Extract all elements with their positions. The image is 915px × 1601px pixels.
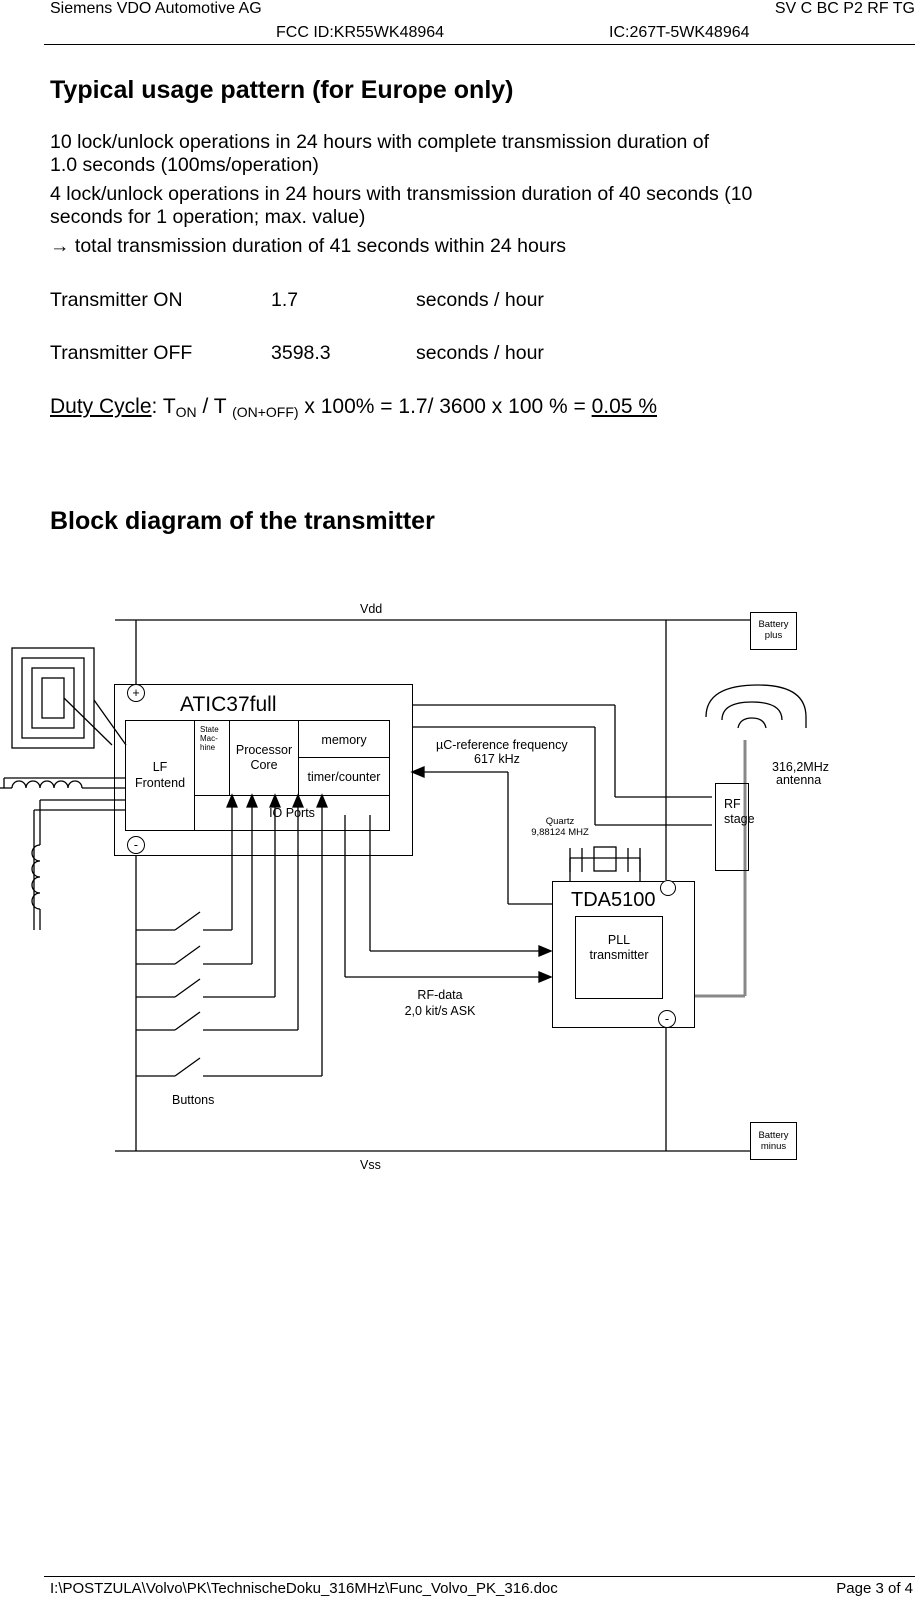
header-company: Siemens VDO Automotive AG [50, 0, 262, 17]
block-heading: Block diagram of the transmitter [50, 507, 435, 535]
tda-title: TDA5100 [571, 889, 656, 911]
uc-freq-label: 617 kHz [474, 752, 520, 766]
tda-box [552, 881, 695, 1028]
io-ports-label: IO Ports [269, 806, 315, 820]
tda-minus-terminal [658, 1010, 676, 1028]
battery-plus-line-2: plus [764, 630, 783, 641]
memory-label: memory [321, 733, 367, 747]
duty-slash: / T [196, 395, 233, 418]
usage-line-3: 4 lock/unlock operations in 24 hours wit… [50, 183, 753, 205]
tx-on-unit: seconds / hour [416, 289, 544, 311]
rf-stage-line-2: stage [724, 812, 755, 826]
battery-plus-line-1: Battery [758, 619, 789, 630]
header-fcc-id: FCC ID:KR55WK48964 [276, 24, 445, 41]
rf-stage-line-1: RF [724, 797, 741, 811]
footer-path: I:\POSTZULA\Volvo\PK\TechnischeDoku_316M… [50, 1580, 558, 1597]
processor-core-line-1: Processor [235, 743, 293, 757]
processor-core-line-2: Core [250, 758, 278, 772]
state-machine-line-1: State [200, 725, 219, 734]
rf-data-line-2: 2,0 kit/s ASK [404, 1004, 476, 1018]
quartz-label-line-2: 9,88124 MHZ [531, 827, 589, 838]
rf-data-line-1: RF-data [417, 988, 463, 1002]
pll-box [575, 916, 663, 999]
antenna-line-1: 316,2MHz [772, 760, 829, 774]
duty-sub-on: ON [175, 404, 197, 420]
tda-minus-sign: - [664, 1012, 670, 1026]
footer-page: Page 3 of 4 [836, 1580, 913, 1597]
duty-sub-total: (ON+OFF) [232, 404, 299, 420]
usage-line-5: → total transmission duration of 41 seco… [50, 235, 566, 257]
battery-minus-box [750, 1122, 797, 1160]
atic-plus-sign: + [132, 686, 140, 700]
battery-minus-line-2: minus [760, 1141, 787, 1152]
vdd-label: Vdd [360, 602, 383, 616]
timer-counter-label: timer/counter [307, 770, 381, 784]
atic-plus-terminal [127, 684, 145, 702]
tx-on-label: Transmitter ON [50, 289, 183, 311]
uc-ref-label: µC-reference frequency [436, 738, 568, 752]
battery-minus-line-1: Battery [758, 1130, 789, 1141]
atic-minus-sign: - [133, 838, 139, 852]
battery-plus-box [750, 612, 797, 650]
atic-minus-terminal [127, 836, 145, 854]
usage-line-2: 1.0 seconds (100ms/operation) [50, 154, 319, 176]
rf-stage-box [715, 783, 749, 871]
atic-box [114, 684, 413, 856]
tx-off-unit: seconds / hour [416, 342, 544, 364]
pll-line-1: PLL [607, 933, 631, 947]
tda-plus-terminal [660, 880, 676, 896]
block-diagram: Vdd Vss Battery plus Battery minus ATIC3… [0, 590, 915, 1190]
duty-cycle-formula: Duty Cycle: TON / T (ON+OFF) x 100% = 1.… [50, 396, 657, 423]
state-machine-line-2: Mac- [200, 734, 218, 743]
pll-line-2: transmitter [589, 948, 649, 962]
tx-off-value: 3598.3 [271, 342, 331, 364]
lf-frontend-line-2: Frontend [134, 776, 186, 790]
header-rule [44, 44, 915, 45]
block-diagram-lines [0, 619, 807, 1152]
usage-heading: Typical usage pattern (for Europe only) [50, 76, 514, 104]
atic-title: ATIC37full [180, 693, 277, 716]
state-machine-line-3: hine [200, 743, 216, 752]
tx-off-label: Transmitter OFF [50, 342, 193, 364]
duty-cycle-label: Duty Cycle [50, 395, 152, 418]
footer-rule [44, 1576, 915, 1577]
duty-formula: x 100% = 1.7/ 3600 x 100 % = [298, 395, 592, 418]
header-doc-code: SV C BC P2 RF TG [774, 0, 915, 17]
lf-frontend-line-1: LF [152, 760, 168, 774]
antenna-line-2: antenna [776, 773, 822, 787]
usage-line-4: seconds for 1 operation; max. value) [50, 206, 366, 228]
header-ic-id: IC:267T-5WK48964 [609, 24, 750, 41]
io-ports-box [194, 795, 390, 831]
buttons-label: Buttons [172, 1093, 215, 1107]
quartz-label-line-1: Quartz [545, 816, 575, 827]
tx-on-value: 1.7 [271, 289, 299, 311]
usage-line-1: 10 lock/unlock operations in 24 hours wi… [50, 131, 710, 153]
vss-label: Vss [360, 1158, 381, 1172]
duty-colon: : T [151, 395, 176, 418]
duty-result: 0.05 % [591, 395, 658, 418]
